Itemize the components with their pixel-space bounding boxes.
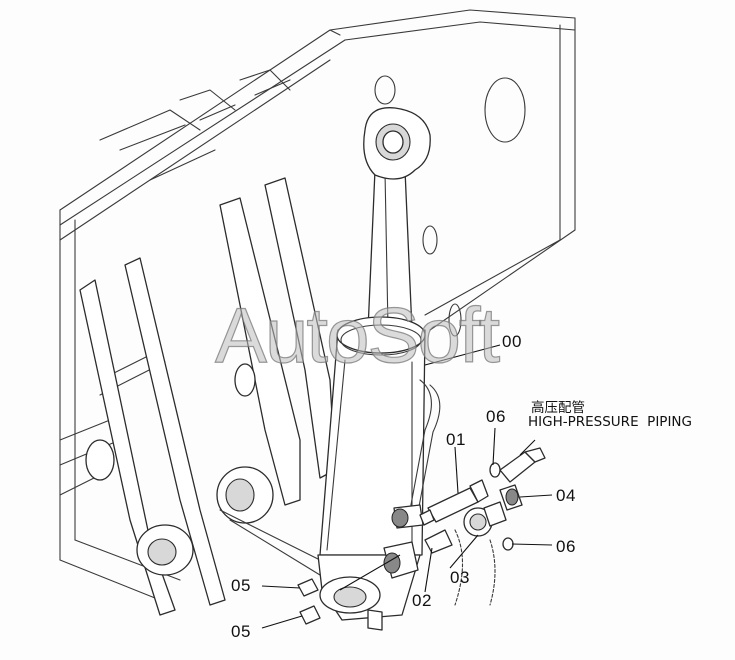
callout-05-upper: 05 [231,576,251,595]
piping-note-english: HIGH-PRESSURE PIPING [528,414,692,430]
callout-00: 00 [502,332,522,351]
callout-05-lower: 05 [231,622,251,641]
callout-06-right: 06 [556,537,576,556]
bracket-plates [79,177,336,616]
callout-03: 03 [450,568,470,587]
piping-note-chinese: 高压配管 [531,400,585,416]
callout-04: 04 [556,486,576,505]
fittings [297,447,546,625]
frame-structure [59,9,576,601]
callout-02: 02 [412,591,432,610]
leader-lines [261,344,553,629]
cylinder-tube [317,316,426,631]
watermark: AutoSoft [214,290,500,379]
cylinder-piping [383,379,441,579]
callout-01: 01 [446,430,466,449]
callout-06-top: 06 [486,407,506,426]
